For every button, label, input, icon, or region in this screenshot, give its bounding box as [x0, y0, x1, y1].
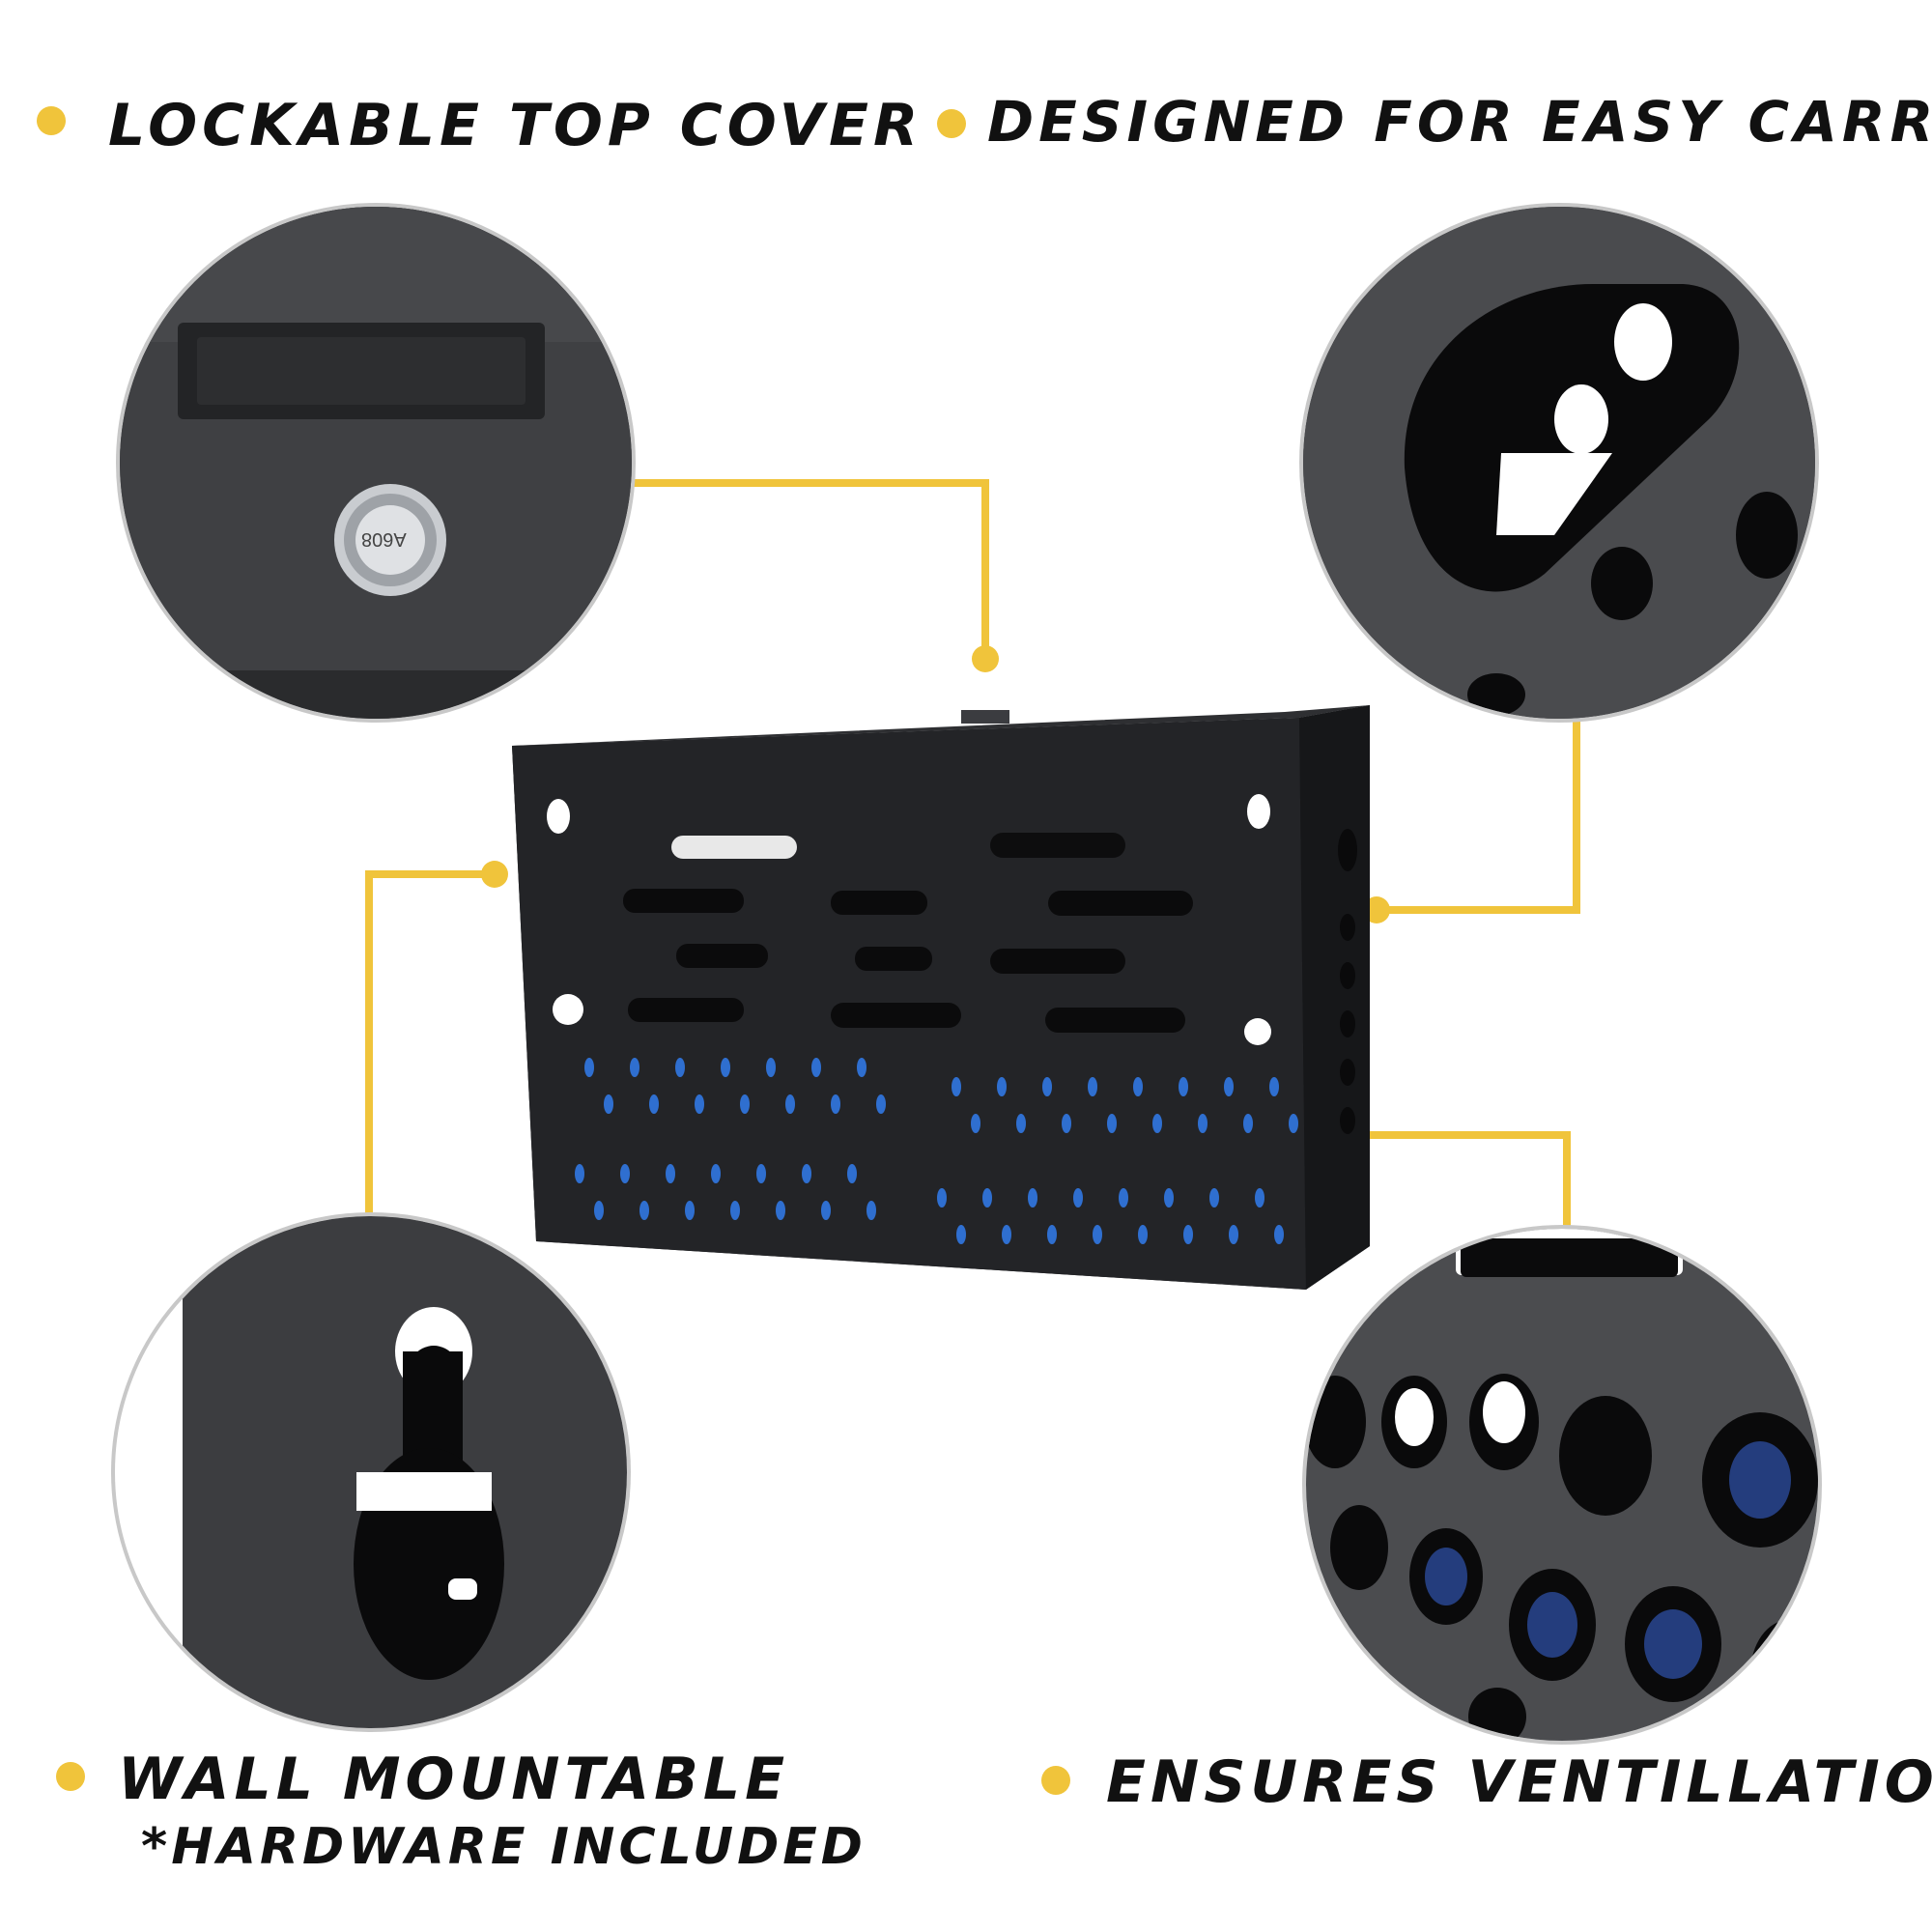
- vent-hole: [666, 1164, 675, 1183]
- connector-top-left: [628, 479, 989, 657]
- lock-cylinder-icon: [334, 484, 446, 596]
- bullet-dot-icon: [1041, 1766, 1070, 1795]
- vent-hole: [711, 1164, 721, 1183]
- feature-sublabel-hardware-included: *HARDWARE INCLUDED: [141, 1818, 867, 1876]
- vent-hole: [997, 1077, 1007, 1096]
- vent-hole: [867, 1201, 876, 1220]
- feature-label-ensures-ventillation: ENSURES VENTILLATION: [1106, 1748, 1932, 1816]
- bullet-dot-icon: [37, 106, 66, 135]
- vent-hole: [1152, 1114, 1162, 1133]
- vent-hole: [802, 1164, 811, 1183]
- bullet-dot-icon: [937, 109, 966, 138]
- keyhole-icon: [354, 1307, 504, 1680]
- vent-hole: [639, 1201, 649, 1220]
- vent-hole: [1179, 1077, 1188, 1096]
- vent-hole: [620, 1164, 630, 1183]
- vent-hole: [1107, 1114, 1117, 1133]
- vent-hole: [937, 1188, 947, 1208]
- vent-hole: [952, 1077, 961, 1096]
- vent-hole: [1209, 1188, 1219, 1208]
- vent-hole: [594, 1201, 604, 1220]
- vent-hole: [1002, 1225, 1011, 1244]
- vent-hole: [1138, 1225, 1148, 1244]
- detail-circle-ventilation: [1302, 1225, 1822, 1745]
- vent-hole: [695, 1094, 704, 1114]
- vent-hole: [811, 1058, 821, 1077]
- connector-dot-icon: [972, 645, 999, 672]
- vent-hole: [1093, 1225, 1102, 1244]
- vent-hole: [857, 1058, 867, 1077]
- detail-circle-easy-carry: [1299, 203, 1819, 723]
- vent-hole: [766, 1058, 776, 1077]
- vent-hole: [1289, 1114, 1298, 1133]
- vent-hole: [1229, 1225, 1238, 1244]
- feature-label-designed-for-easy-carry: DESIGNED FOR EASY CARRY: [987, 89, 1932, 155]
- vent-hole: [1062, 1114, 1071, 1133]
- vent-hole: [1255, 1188, 1264, 1208]
- vent-hole: [730, 1201, 740, 1220]
- vent-hole: [721, 1058, 730, 1077]
- vent-hole: [1183, 1225, 1193, 1244]
- vent-hole: [740, 1094, 750, 1114]
- vent-hole: [1274, 1225, 1284, 1244]
- vent-hole: [1073, 1188, 1083, 1208]
- vent-hole: [1042, 1077, 1052, 1096]
- vent-hole: [982, 1188, 992, 1208]
- vent-hole: [1164, 1188, 1174, 1208]
- connector-top-right: [1377, 715, 1580, 914]
- detail-circle-lockable-top-cover: A608: [116, 203, 636, 723]
- vent-hole: [756, 1164, 766, 1183]
- vent-hole: [675, 1058, 685, 1077]
- vent-hole: [876, 1094, 886, 1114]
- vent-hole: [1047, 1225, 1057, 1244]
- feature-label-lockable-top-cover: LOCKABLE TOP COVER: [108, 92, 923, 159]
- connector-bottom-left: [365, 870, 493, 1222]
- vent-hole: [1243, 1114, 1253, 1133]
- vent-hole: [831, 1094, 840, 1114]
- vent-hole: [604, 1094, 613, 1114]
- vent-hole: [785, 1094, 795, 1114]
- vent-hole: [1269, 1077, 1279, 1096]
- connector-bottom-right: [1341, 1131, 1571, 1256]
- vent-hole: [821, 1201, 831, 1220]
- bullet-dot-icon: [56, 1762, 85, 1791]
- vent-hole: [1119, 1188, 1128, 1208]
- connector-dot-icon: [481, 861, 508, 888]
- vent-hole: [971, 1114, 980, 1133]
- vent-hole: [1088, 1077, 1097, 1096]
- product-box: [512, 705, 1370, 1290]
- lock-engraving: A608: [361, 528, 407, 550]
- vent-hole: [956, 1225, 966, 1244]
- vent-hole: [1016, 1114, 1026, 1133]
- vent-hole: [630, 1058, 639, 1077]
- connector-lines: [365, 479, 1580, 1256]
- vent-hole: [649, 1094, 659, 1114]
- vent-hole: [584, 1058, 594, 1077]
- feature-label-wall-mountable: WALL MOUNTABLE: [118, 1746, 790, 1813]
- vent-hole: [1028, 1188, 1037, 1208]
- vent-hole: [1133, 1077, 1143, 1096]
- vent-hole: [575, 1164, 584, 1183]
- vent-hole: [1224, 1077, 1234, 1096]
- vent-hole: [776, 1201, 785, 1220]
- vent-hole: [1198, 1114, 1208, 1133]
- vent-hole: [847, 1164, 857, 1183]
- vent-hole: [685, 1201, 695, 1220]
- detail-circle-wall-mountable: [111, 1212, 631, 1732]
